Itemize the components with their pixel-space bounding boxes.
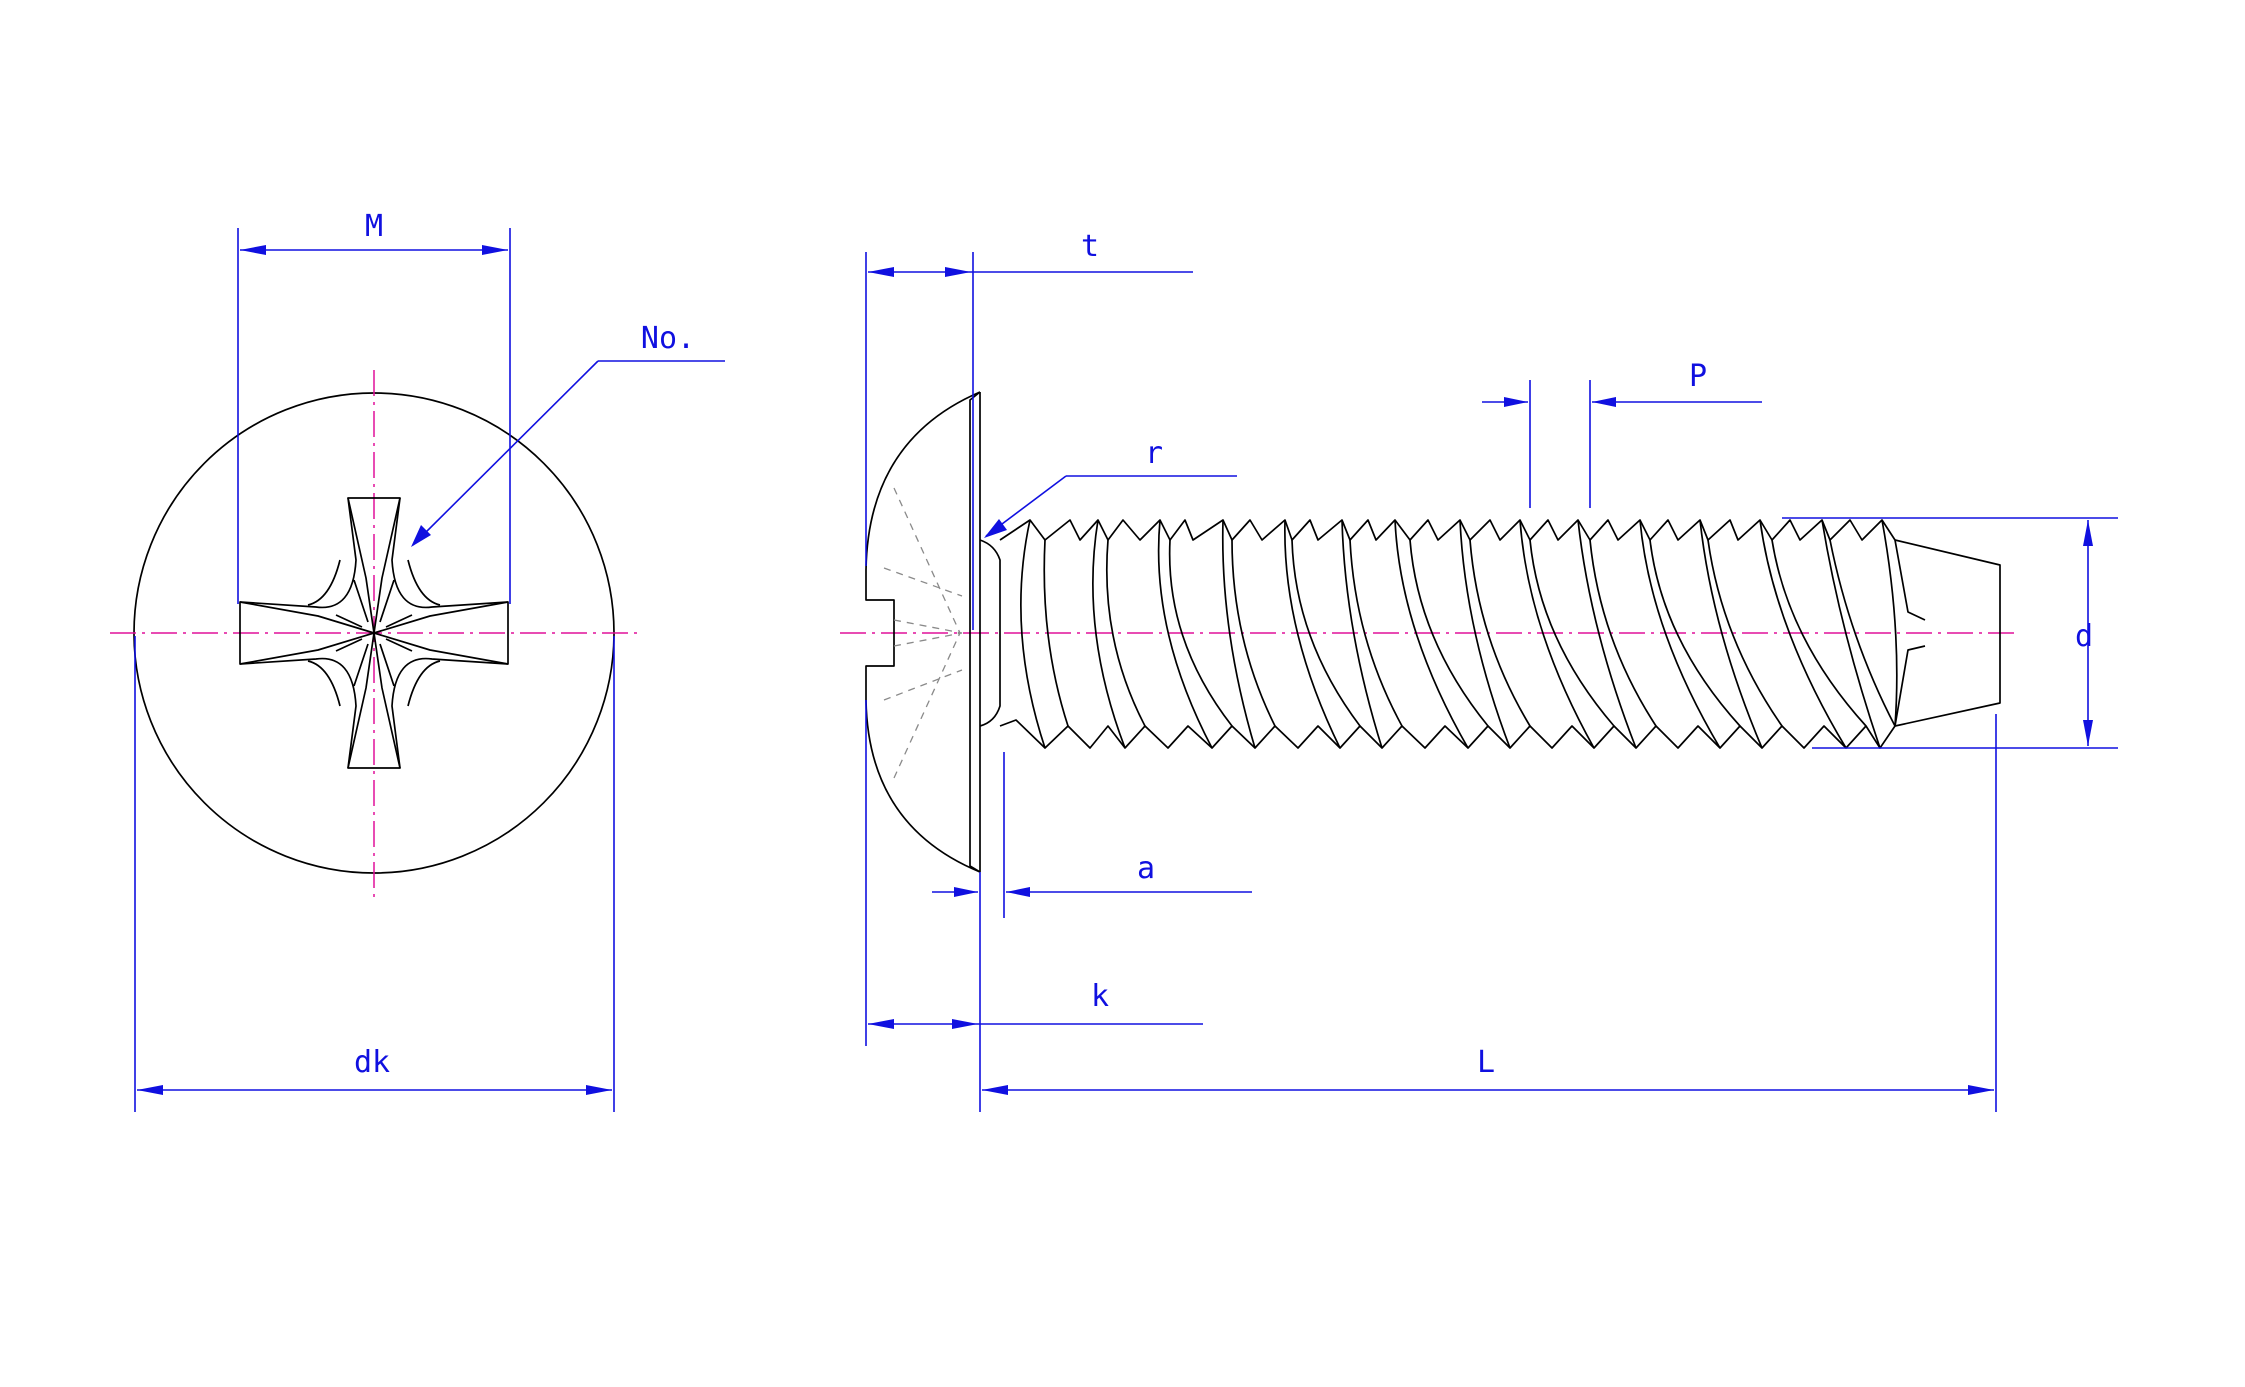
dimension-label-P: P <box>1689 359 1707 394</box>
screw-tip <box>1894 539 2001 727</box>
hidden-recess-line <box>893 487 961 634</box>
dimension-P: P <box>1482 359 1762 508</box>
head-top-view: M No. dk <box>110 209 725 1112</box>
thread-flanks <box>1020 519 1898 749</box>
dimension-label-d: d <box>2075 619 2093 654</box>
dimension-t: t <box>865 229 1193 630</box>
dimension-k: k <box>865 700 1203 1046</box>
dimension-label-t: t <box>1081 229 1099 264</box>
leader-No: No. <box>411 321 725 547</box>
dimension-label-M: M <box>365 209 383 244</box>
dimension-label-r: r <box>1145 436 1163 471</box>
screw-head <box>865 391 981 873</box>
dimension-a: a <box>932 752 1252 918</box>
leader-r: r <box>984 436 1237 538</box>
dimension-dk: dk <box>134 636 615 1112</box>
screw-side-view: t r P d <box>840 229 2118 1112</box>
dimension-label-No: No. <box>641 321 695 356</box>
dimension-label-dk: dk <box>354 1045 390 1080</box>
dimension-M: M <box>237 209 511 604</box>
phillips-recess <box>239 497 509 769</box>
dimension-label-k: k <box>1091 979 1109 1014</box>
dimension-label-a: a <box>1137 851 1155 886</box>
dimension-d: d <box>1782 517 2118 749</box>
dimension-L: L <box>979 714 1997 1112</box>
dimension-label-L: L <box>1477 1045 1495 1080</box>
screw-shank <box>979 519 2001 749</box>
